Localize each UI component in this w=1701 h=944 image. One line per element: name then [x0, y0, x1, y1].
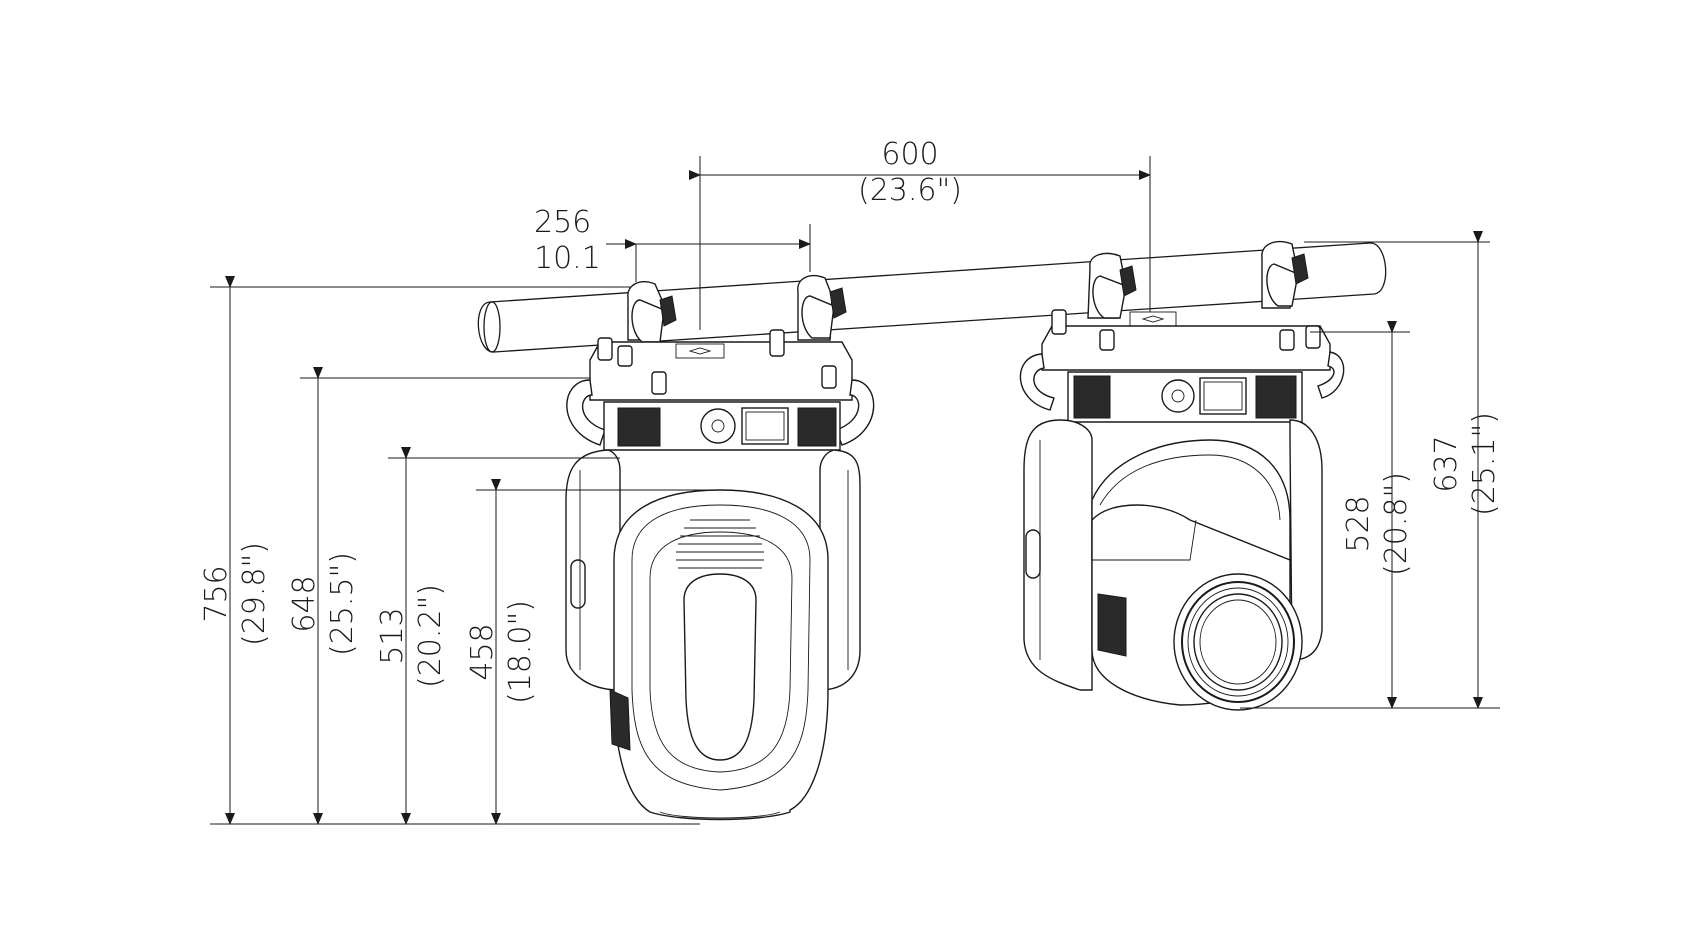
height-to-yoke-value: 648: [287, 575, 322, 632]
height-to-head-top-imperial: (20.2"): [413, 584, 448, 688]
head-top-vent: [676, 519, 764, 569]
lcd-display: [741, 407, 789, 445]
height-to-head-value: 458: [465, 623, 500, 680]
height-to-yoke-imperial: (25.5"): [325, 552, 360, 656]
dimension-labels: 256 10.1 600 (23.6") 756 (29.8") 648 (25…: [199, 137, 1502, 704]
front-lens: [1173, 573, 1303, 711]
truss-pipe: [477, 242, 1387, 353]
height-to-head-imperial: (18.0"): [503, 600, 538, 704]
fixture-spacing-imperial: (23.6"): [858, 173, 962, 208]
clamp-right: [797, 274, 847, 377]
vent-grille-left: [617, 407, 661, 447]
side-total-height-value: 637: [1429, 435, 1464, 492]
dimension-lines: [210, 156, 1500, 825]
control-keypad: [700, 408, 736, 444]
head-side-vent: [1097, 593, 1127, 657]
fixture-front-view: [565, 274, 875, 821]
total-height-value: 756: [199, 565, 234, 622]
vent-grille-right: [797, 407, 837, 447]
side-base-height-imperial: (20.8"): [1379, 472, 1414, 576]
bracket-spacing-imperial: 10.1: [534, 241, 601, 276]
side-base-height-value: 528: [1341, 495, 1376, 552]
fixture-spacing-value: 600: [881, 137, 938, 172]
bracket-spacing-value: 256: [534, 205, 591, 240]
side-total-height-imperial: (25.1"): [1467, 412, 1502, 516]
height-to-head-top-value: 513: [375, 607, 410, 664]
clamp-right-side: [1261, 240, 1309, 309]
total-height-imperial: (29.8"): [237, 542, 272, 646]
clamp-left-side: [1087, 252, 1137, 319]
fixture-side-view: [1019, 240, 1345, 711]
